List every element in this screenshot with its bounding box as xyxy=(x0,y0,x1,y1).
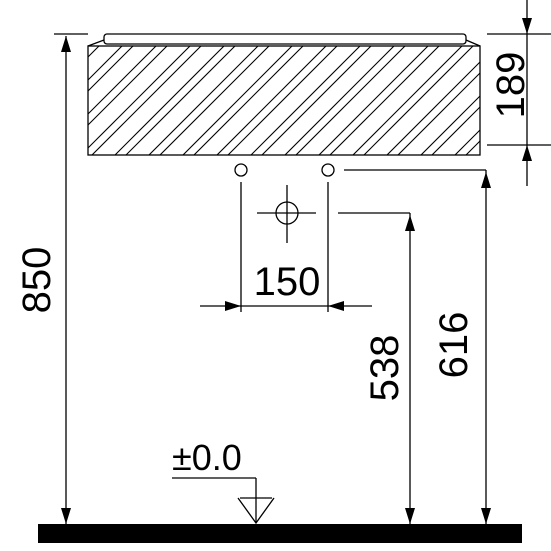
hatch-line xyxy=(318,46,429,155)
hatch-line xyxy=(295,46,406,155)
basin-top-rim xyxy=(103,33,467,45)
hatch-line xyxy=(431,106,480,155)
hatch-line xyxy=(182,46,293,155)
floor-bar xyxy=(38,524,522,543)
basin-hatch xyxy=(88,46,480,155)
dimension-616 xyxy=(344,169,491,524)
hatch-line xyxy=(420,95,480,155)
hatch-line xyxy=(454,129,480,155)
dimension-850 xyxy=(54,33,88,524)
hatch-line xyxy=(216,46,327,155)
dimension-189-label: 189 xyxy=(489,52,533,119)
hatch-line xyxy=(352,46,463,155)
hatch-line xyxy=(88,46,157,115)
basin xyxy=(87,33,481,156)
hatch-line xyxy=(193,46,304,155)
floor-level-marker xyxy=(172,477,275,525)
dimension-538-label: 538 xyxy=(363,335,407,402)
hatch-line xyxy=(397,72,480,155)
hatch-line xyxy=(227,46,338,155)
drain-symbol xyxy=(257,185,316,243)
hatch-line xyxy=(114,46,225,155)
hatch-line xyxy=(125,46,236,155)
hatch-line xyxy=(284,46,395,155)
hatch-line xyxy=(88,46,191,149)
dimension-616-label: 616 xyxy=(432,312,476,379)
hatch-line xyxy=(88,46,134,92)
hatch-line xyxy=(261,46,372,155)
dimension-150 xyxy=(200,182,372,312)
hatch-line xyxy=(386,61,480,155)
hatch-line xyxy=(88,46,168,126)
hatch-line xyxy=(250,46,361,155)
hatch-line xyxy=(91,46,202,155)
hatch-line xyxy=(88,46,89,47)
floor-level-label: ±0.0 xyxy=(172,437,242,478)
hatch-line xyxy=(148,46,259,155)
hatch-line xyxy=(159,46,270,155)
hatch-line xyxy=(329,46,440,155)
supply-connection-left xyxy=(234,163,248,177)
dimension-850-label: 850 xyxy=(15,247,59,314)
basin-outline xyxy=(87,45,481,156)
basin-rim-link xyxy=(87,39,481,47)
dimension-189 xyxy=(487,0,551,186)
dimension-538 xyxy=(338,212,415,524)
supply-connection-right xyxy=(321,163,335,177)
hatch-line xyxy=(363,46,474,155)
dimension-150-label: 150 xyxy=(254,260,321,304)
hatch-line xyxy=(88,46,100,58)
hatch-line xyxy=(88,46,123,81)
